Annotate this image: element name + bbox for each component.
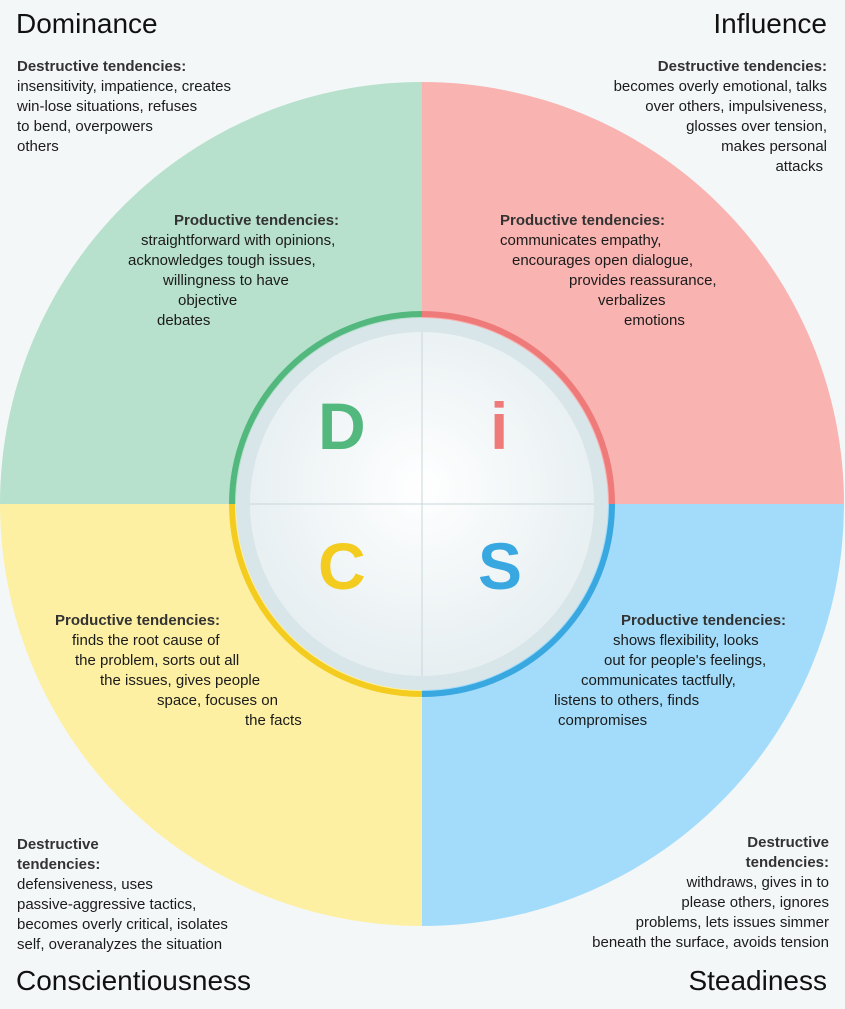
steadiness-productive-line: shows flexibility, looks: [613, 632, 759, 649]
conscientiousness-destructive-line: becomes overly critical, isolates: [17, 916, 228, 933]
dominance-productive-line: objective: [178, 292, 238, 309]
steadiness-destructive-heading: Destructive: [747, 834, 829, 851]
influence-destructive: Destructive tendencies: becomes overly e…: [614, 57, 827, 177]
influence-destructive-line: becomes overly emotional, talks: [613, 78, 827, 95]
letter-c: C: [318, 529, 366, 603]
dominance-destructive-heading: Destructive tendencies:: [17, 58, 187, 75]
conscientiousness-destructive: Destructive tendencies: defensiveness, u…: [17, 835, 228, 955]
dominance-destructive-line: others: [17, 138, 59, 155]
conscientiousness-destructive-line: defensiveness, uses: [17, 876, 153, 893]
ring-arc-d: [229, 311, 423, 505]
dominance-productive-line: debates: [157, 312, 211, 329]
steadiness-productive-line: listens to others, finds: [554, 692, 700, 709]
ring-arc-c: [229, 503, 423, 697]
steadiness-productive-heading: Productive tendencies:: [621, 612, 787, 629]
conscientiousness-destructive-heading: tendencies:: [17, 856, 101, 873]
conscientiousness-productive-line: space, focuses on: [157, 692, 278, 709]
steadiness-destructive-heading: tendencies:: [745, 854, 829, 871]
steadiness-productive-line: compromises: [558, 712, 648, 729]
influence-destructive-line: glosses over tension,: [686, 118, 827, 135]
steadiness-destructive-line: problems, lets issues simmer: [635, 914, 829, 931]
dominance-destructive-line: to bend, overpowers: [17, 118, 153, 135]
title-steadiness: Steadiness: [688, 965, 827, 996]
influence-productive-line: provides reassurance,: [569, 272, 717, 289]
influence-productive-line: emotions: [624, 312, 685, 329]
steadiness-destructive-line: please others, ignores: [681, 894, 829, 911]
letter-s: S: [478, 529, 523, 603]
dominance-productive-line: straightforward with opinions,: [141, 232, 336, 249]
steadiness-productive-line: communicates tactfully,: [581, 672, 736, 689]
influence-productive-heading: Productive tendencies:: [500, 212, 666, 229]
dominance-productive-line: acknowledges tough issues,: [128, 252, 316, 269]
letter-d: D: [318, 389, 366, 463]
conscientiousness-destructive-heading: Destructive: [17, 836, 99, 853]
influence-destructive-line: over others, impulsiveness,: [645, 98, 827, 115]
title-dominance: Dominance: [16, 8, 158, 39]
steadiness-destructive-line: beneath the surface, avoids tension: [592, 934, 829, 951]
ring-arc-s: [421, 503, 615, 697]
steadiness-destructive: Destructive tendencies: withdraws, gives…: [592, 833, 829, 953]
conscientiousness-productive-line: the facts: [245, 712, 302, 729]
influence-productive-line: communicates empathy,: [500, 232, 662, 249]
influence-destructive-line: attacks: [775, 158, 823, 175]
influence-productive-line: verbalizes: [598, 292, 666, 309]
conscientiousness-productive-line: the issues, gives people: [100, 672, 261, 689]
title-conscientiousness: Conscientiousness: [16, 965, 252, 996]
dominance-destructive: Destructive tendencies: insensitivity, i…: [17, 57, 231, 157]
conscientiousness-productive-heading: Productive tendencies:: [55, 612, 221, 629]
dominance-productive-heading: Productive tendencies:: [174, 212, 340, 229]
steadiness-productive-line: out for people's feelings,: [604, 652, 767, 669]
letter-i: i: [490, 389, 509, 463]
influence-destructive-line: makes personal: [721, 138, 827, 155]
ring-arc-i: [421, 311, 615, 505]
influence-productive-line: encourages open dialogue,: [512, 252, 693, 269]
dominance-destructive-line: insensitivity, impatience, creates: [17, 78, 231, 95]
dominance-destructive-line: win-lose situations, refuses: [17, 98, 198, 115]
conscientiousness-destructive-line: passive-aggressive tactics,: [17, 896, 197, 913]
steadiness-destructive-line: withdraws, gives in to: [686, 874, 829, 891]
conscientiousness-destructive-line: self, overanalyzes the situation: [17, 936, 223, 953]
conscientiousness-productive-line: finds the root cause of: [72, 632, 220, 649]
conscientiousness-productive-line: the problem, sorts out all: [75, 652, 240, 669]
influence-destructive-heading: Destructive tendencies:: [657, 58, 827, 75]
title-influence: Influence: [713, 8, 827, 39]
dominance-productive-line: willingness to have: [163, 272, 289, 289]
